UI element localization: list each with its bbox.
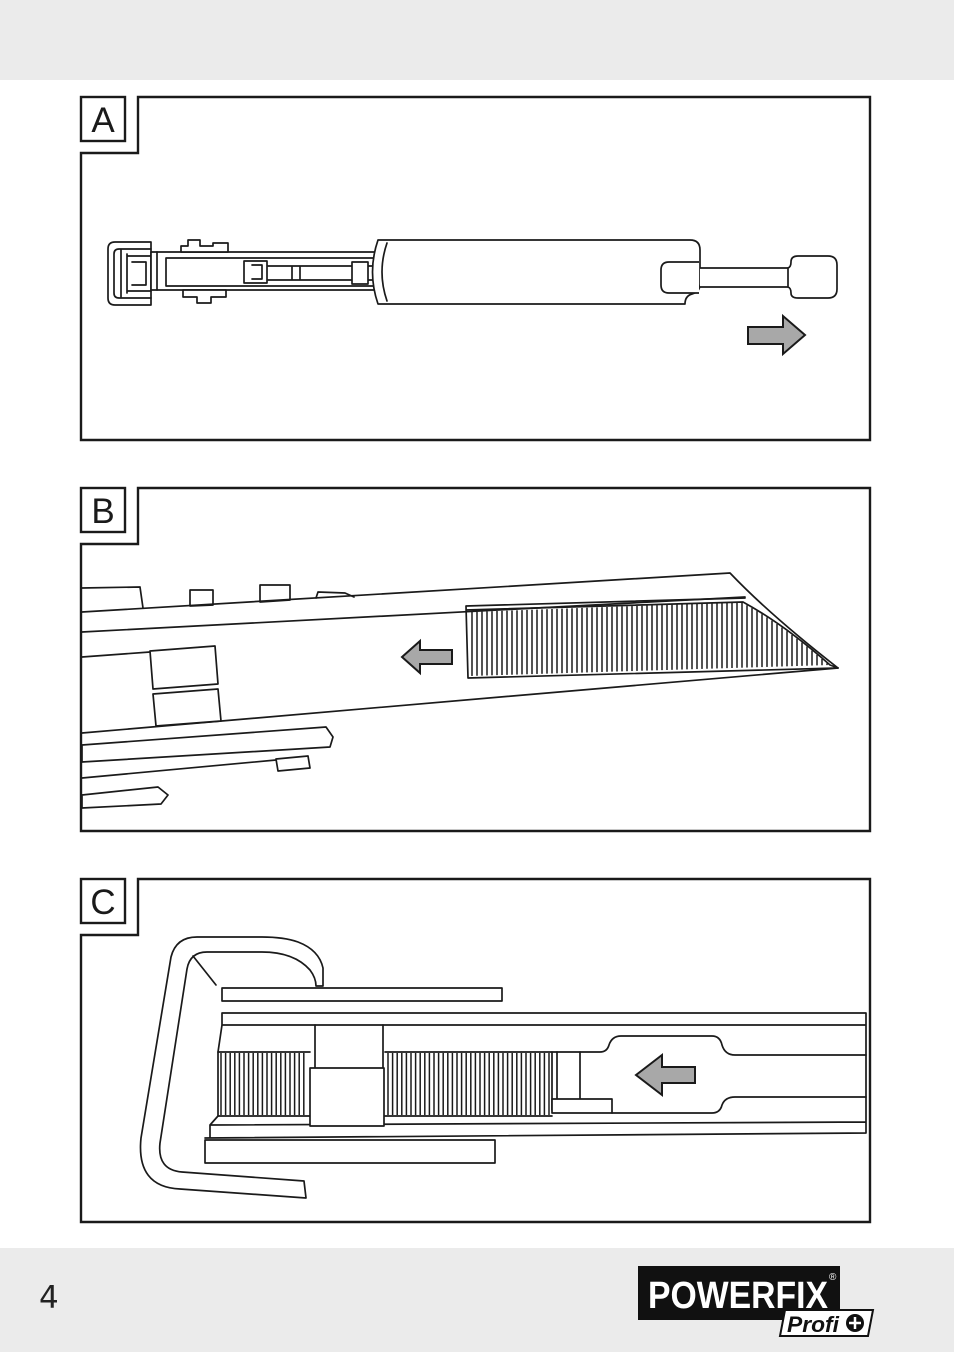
panel-c-label: C <box>90 883 115 922</box>
magazine-insert-staples <box>82 573 838 808</box>
spring-stop <box>352 262 368 284</box>
bottom-latch <box>183 290 226 303</box>
channel-block <box>153 689 221 726</box>
magazine-housing <box>373 240 701 304</box>
pull-rod-end <box>661 262 699 293</box>
panel-b-label: B <box>91 492 114 531</box>
panel-c-frame <box>81 879 870 1222</box>
logo-sub-text: Profi <box>787 1312 840 1337</box>
magazine-closeup <box>140 937 866 1198</box>
center-block <box>310 1068 384 1126</box>
slot-lines <box>315 1025 383 1068</box>
channel-block <box>150 646 218 689</box>
staple-strip-hatching <box>221 1053 549 1115</box>
pull-rod <box>700 268 790 287</box>
lower-rail-line <box>82 760 276 778</box>
pusher-foot <box>552 1099 612 1113</box>
slider-outline <box>580 1036 866 1113</box>
bracket-fold <box>193 956 216 985</box>
staple-strip-outline <box>218 1052 552 1116</box>
pull-handle <box>788 256 837 298</box>
powerfix-profi-logo: POWERFIX ® Profi <box>638 1266 873 1337</box>
panel-b: B <box>81 488 870 831</box>
registered-mark: ® <box>829 1272 837 1283</box>
top-rail-edge <box>82 587 143 608</box>
stapler-magazine-pulled-out <box>108 240 837 305</box>
bottom-bar <box>205 1140 495 1163</box>
top-bar <box>222 988 502 1001</box>
panel-a-label: A <box>91 101 115 140</box>
panel-c: C <box>81 879 870 1222</box>
arrow-left-icon <box>636 1055 695 1095</box>
arrow-left-icon <box>402 641 452 673</box>
arrow-right-icon <box>748 316 805 354</box>
base-plate-edge <box>82 787 168 808</box>
panel-a: A <box>81 97 870 440</box>
top-latch <box>181 240 228 252</box>
lower-rail-tab <box>276 756 310 771</box>
staple-strip-hatching <box>472 602 827 676</box>
